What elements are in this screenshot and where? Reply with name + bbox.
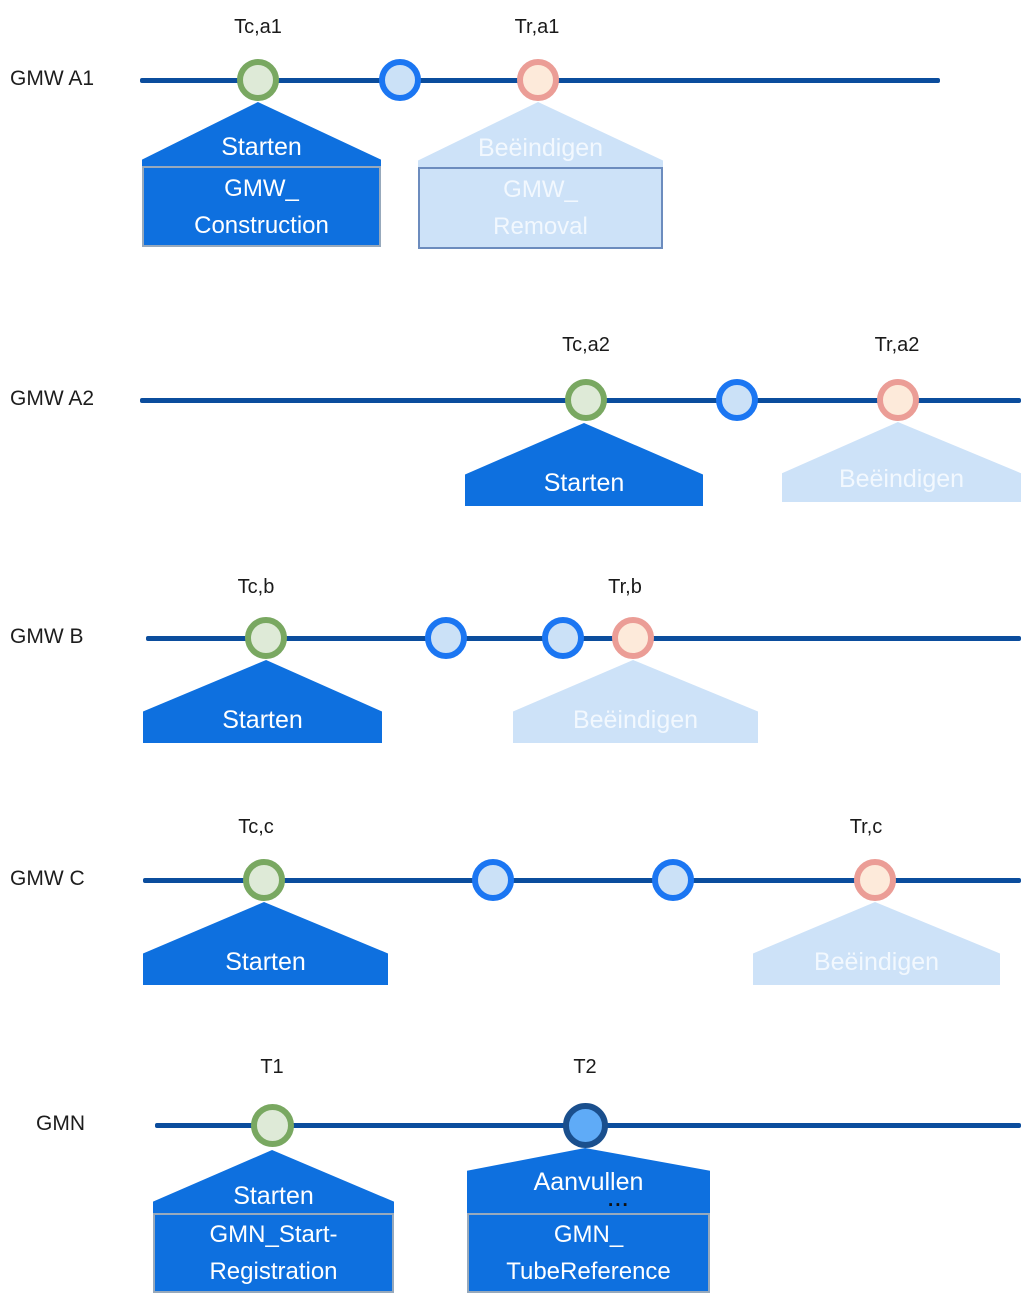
- beeindigen-gmw-removal-callout: Beëindigen: [418, 102, 663, 167]
- beeindigen-callout: Beëindigen: [753, 902, 1000, 985]
- beeindigen-label: Beëindigen: [572, 706, 699, 734]
- starten-callout: Starten: [143, 902, 388, 985]
- construction-start-marker: [237, 59, 279, 101]
- removal-marker: [517, 59, 559, 101]
- starten-gmw-construction-box-line-0: GMW_: [224, 174, 299, 202]
- timeline-gmw-c: [143, 877, 1021, 883]
- starten-label: Starten: [222, 706, 303, 734]
- time-label-gmn-1: T2: [573, 1056, 597, 1078]
- time-label-gmw-a2-1: Tr,a2: [874, 334, 920, 356]
- starten-gmn-startregistration-box-line-1: Registration: [209, 1258, 338, 1285]
- aanvullen-gmn-tubereference-box-line-0: GMN_: [553, 1221, 624, 1248]
- starten-callout: Starten: [465, 423, 703, 506]
- row-label-gmw-a2: GMW A2: [10, 387, 95, 410]
- supplement-marker: [562, 1102, 608, 1148]
- time-label-gmw-c-1: Tr,c: [849, 816, 883, 838]
- time-label-gmw-a2-0: Tc,a2: [562, 334, 610, 356]
- aanvullen-gmn-tubereference-box: GMN_ TubeReference: [467, 1213, 710, 1293]
- starten-gmw-construction-label: Starten: [221, 133, 302, 161]
- aanvullen-gmn-tubereference-box-line-1: TubeReference: [506, 1258, 671, 1285]
- removal-marker: [854, 859, 896, 901]
- starten-gmn-startregistration-box: GMN_Start- Registration: [153, 1213, 394, 1293]
- beeindigen-gmw-removal-box: GMW_ Removal: [418, 167, 663, 249]
- time-label-gmn-0: T1: [260, 1056, 284, 1078]
- removal-marker: [877, 379, 919, 421]
- intermediate-marker: [652, 859, 694, 901]
- row-label-gmw-c: GMW C: [10, 867, 85, 890]
- construction-start-marker: [250, 1103, 294, 1147]
- intermediate-marker: [716, 379, 758, 421]
- starten-gmw-construction-callout: Starten: [142, 102, 381, 166]
- starten-callout: Starten: [143, 660, 382, 743]
- starten-gmw-construction-box: GMW_ Construction: [142, 166, 381, 247]
- beeindigen-label: Beëindigen: [813, 948, 940, 976]
- starten-gmn-startregistration-label: Starten: [233, 1182, 314, 1210]
- time-label-gmw-a1-1: Tr,a1: [514, 16, 560, 38]
- beeindigen-label: Beëindigen: [838, 465, 965, 493]
- beeindigen-callout: Beëindigen: [782, 422, 1021, 502]
- starten-gmn-startregistration-box-line-0: GMN_Start-: [209, 1221, 338, 1248]
- construction-start-marker: [245, 617, 287, 659]
- intermediate-marker: [472, 859, 514, 901]
- time-label-gmw-b-1: Tr,b: [608, 576, 642, 598]
- beeindigen-callout: Beëindigen: [513, 660, 758, 743]
- aanvullen-gmn-tubereference-more-indicator: ...: [607, 1190, 630, 1211]
- construction-start-marker: [243, 859, 285, 901]
- starten-label: Starten: [543, 469, 625, 497]
- time-label-gmw-a1-0: Tc,a1: [234, 16, 282, 38]
- aanvullen-gmn-tubereference-label: Aanvullen: [533, 1168, 644, 1196]
- beeindigen-gmw-removal-label: Beëindigen: [477, 134, 604, 162]
- construction-start-marker: [565, 379, 607, 421]
- starten-gmw-construction-box-line-1: Construction: [194, 211, 329, 239]
- removal-marker: [612, 617, 654, 659]
- starten-label: Starten: [225, 948, 306, 976]
- aanvullen-gmn-tubereference-callout: Aanvullen...: [467, 1148, 710, 1213]
- starten-gmn-startregistration-callout: Starten: [153, 1150, 394, 1213]
- row-label-gmw-b: GMW B: [10, 625, 84, 648]
- time-label-gmw-c-0: Tc,c: [238, 816, 274, 838]
- row-label-gmw-a1: GMW A1: [10, 67, 95, 90]
- intermediate-marker: [542, 617, 584, 659]
- beeindigen-gmw-removal-box-line-1: Removal: [493, 213, 588, 240]
- intermediate-marker: [425, 617, 467, 659]
- row-label-gmn: GMN: [36, 1112, 85, 1135]
- time-label-gmw-b-0: Tc,b: [237, 576, 275, 598]
- intermediate-marker: [379, 59, 421, 101]
- beeindigen-gmw-removal-box-line-0: GMW_: [503, 176, 578, 203]
